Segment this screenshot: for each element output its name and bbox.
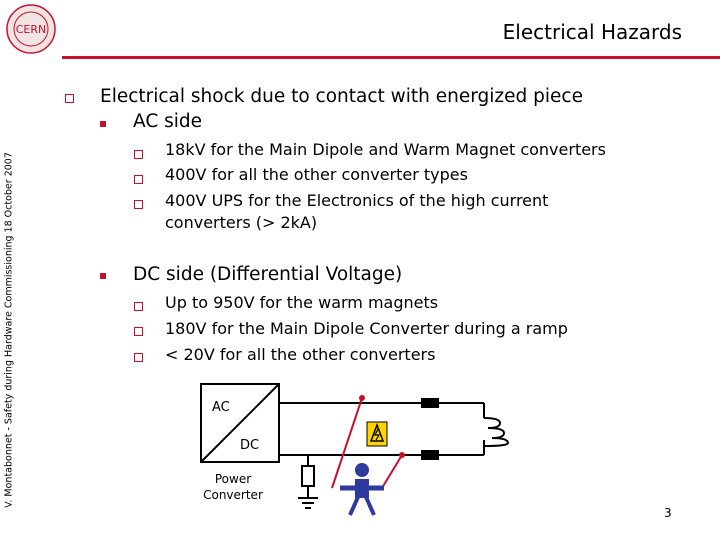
level1-text: Electrical shock due to contact with ene… [100, 86, 583, 107]
ac-item-3: 400V UPS for the Electronics of the high… [165, 191, 549, 210]
dc-label: DC [240, 438, 259, 453]
bullet-level3-icon [134, 327, 143, 336]
bullet-level1-icon [65, 94, 74, 103]
ac-heading: AC side [133, 111, 203, 132]
ground-icon [298, 497, 318, 509]
bullet-ac-icon [100, 121, 106, 127]
page-number: 3 [664, 506, 672, 520]
bullet-level3-icon [134, 302, 143, 311]
dc-item-2: 180V for the Main Dipole Converter durin… [165, 319, 568, 338]
cern-logo-icon: CERN [6, 4, 56, 54]
title-rule [62, 56, 720, 59]
dc-output-wires [279, 398, 485, 460]
ac-item-3-cont: converters (> 2kA) [165, 213, 318, 232]
ac-item-2: 400V for all the other converter types [165, 165, 468, 184]
converter-label-2: Converter [203, 488, 263, 502]
bullet-level3-icon [134, 150, 143, 159]
dc-heading: DC side (Differential Voltage) [133, 264, 403, 285]
ac-label: AC [212, 400, 230, 415]
resistor-icon [301, 455, 315, 498]
dc-item-3: < 20V for all the other converters [165, 345, 436, 364]
bullet-dc-icon [100, 273, 106, 279]
bullet-level3-icon [134, 353, 143, 362]
ac-item-1: 18kV for the Main Dipole and Warm Magnet… [165, 140, 606, 159]
contact-lines [331, 395, 405, 489]
svg-text:CERN: CERN [16, 23, 47, 36]
dc-item-1: Up to 950V for the warm magnets [165, 293, 439, 312]
inductor-coil-icon [483, 417, 510, 447]
bullet-level3-icon [134, 200, 143, 209]
person-icon [340, 463, 384, 516]
slide-title: Electrical Hazards [502, 20, 682, 44]
power-converter-box: AC DC Power Converter [200, 383, 280, 502]
converter-label-1: Power [215, 472, 251, 486]
high-voltage-warning-icon [366, 421, 388, 447]
bullet-level3-icon [134, 175, 143, 184]
